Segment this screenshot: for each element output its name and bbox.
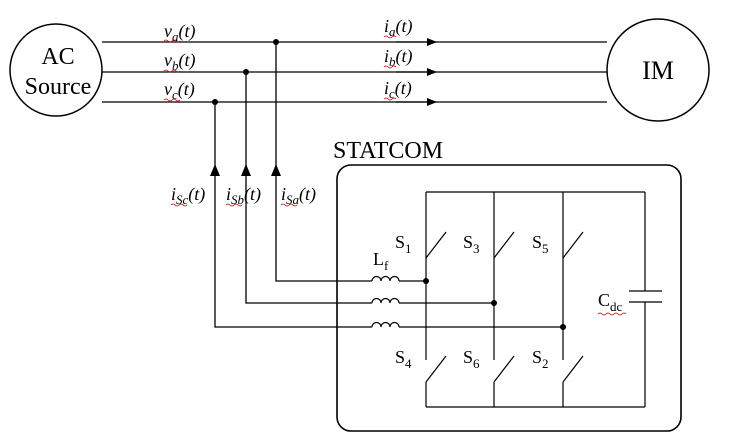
switch-s2	[562, 355, 584, 383]
inductor-label: Lf	[373, 249, 389, 273]
inverter-leg-b	[491, 192, 515, 407]
current-labels: ia(t) ib(t) ic(t)	[383, 16, 413, 101]
ac-source-label-line2: Source	[25, 74, 92, 100]
shunt-connections	[210, 42, 372, 328]
shunt-wire-a	[275, 42, 372, 282]
shunt-arrow-b	[241, 164, 251, 176]
inductor-a	[371, 275, 400, 282]
induction-motor: IM	[606, 18, 710, 122]
current-label-c: ic(t)	[384, 78, 412, 101]
filter-inductors: Lf	[371, 249, 563, 328]
current-label-a: ia(t)	[384, 16, 413, 39]
switch-label-s6: S6	[463, 347, 480, 371]
dc-capacitor: Cdc	[597, 192, 662, 407]
voltage-label-a: va(t)	[164, 21, 196, 44]
shunt-current-label-c: iSc(t)	[171, 184, 205, 207]
statcom-enclosure	[336, 164, 682, 432]
switch-s6	[493, 355, 515, 383]
shunt-arrow-c	[210, 164, 220, 176]
capacitor-label: Cdc	[598, 290, 623, 314]
statcom-block: STATCOM Cdc	[333, 138, 682, 432]
switch-label-s4: S4	[395, 347, 412, 371]
voltage-labels: va(t) vb(t) vc(t)	[163, 21, 196, 102]
shunt-arrow-a	[271, 164, 281, 176]
phase-lines	[102, 38, 607, 106]
switch-s1	[425, 231, 447, 259]
switch-label-s3: S3	[463, 232, 480, 256]
switch-s4	[425, 355, 447, 383]
motor-label: IM	[642, 56, 674, 85]
inverter-leg-a	[423, 192, 447, 407]
voltage-label-b: vb(t)	[164, 50, 196, 73]
voltage-label-c: vc(t)	[164, 79, 195, 102]
switch-labels: S1 S3 S5 S4 S6 S2	[395, 232, 549, 371]
switch-label-s5: S5	[532, 232, 549, 256]
shunt-current-label-a: iSa(t)	[281, 184, 316, 207]
inductor-c	[371, 321, 400, 328]
ac-source-label-line1: AC	[41, 44, 74, 70]
shunt-current-labels: iSc(t) iSb(t) iSa(t)	[170, 184, 316, 207]
current-label-b: ib(t)	[384, 46, 413, 69]
switch-label-s2: S2	[532, 347, 549, 371]
switch-s5	[562, 231, 584, 259]
inductor-b	[371, 297, 400, 304]
switch-label-s1: S1	[395, 232, 412, 256]
inverter-leg-c	[560, 192, 584, 407]
shunt-wire-b	[245, 72, 372, 304]
shunt-wire-c	[214, 102, 372, 328]
shunt-current-label-b: iSb(t)	[226, 184, 261, 207]
switch-s3	[493, 231, 515, 259]
statcom-title: STATCOM	[333, 138, 443, 164]
ac-source: AC Source	[9, 23, 103, 117]
